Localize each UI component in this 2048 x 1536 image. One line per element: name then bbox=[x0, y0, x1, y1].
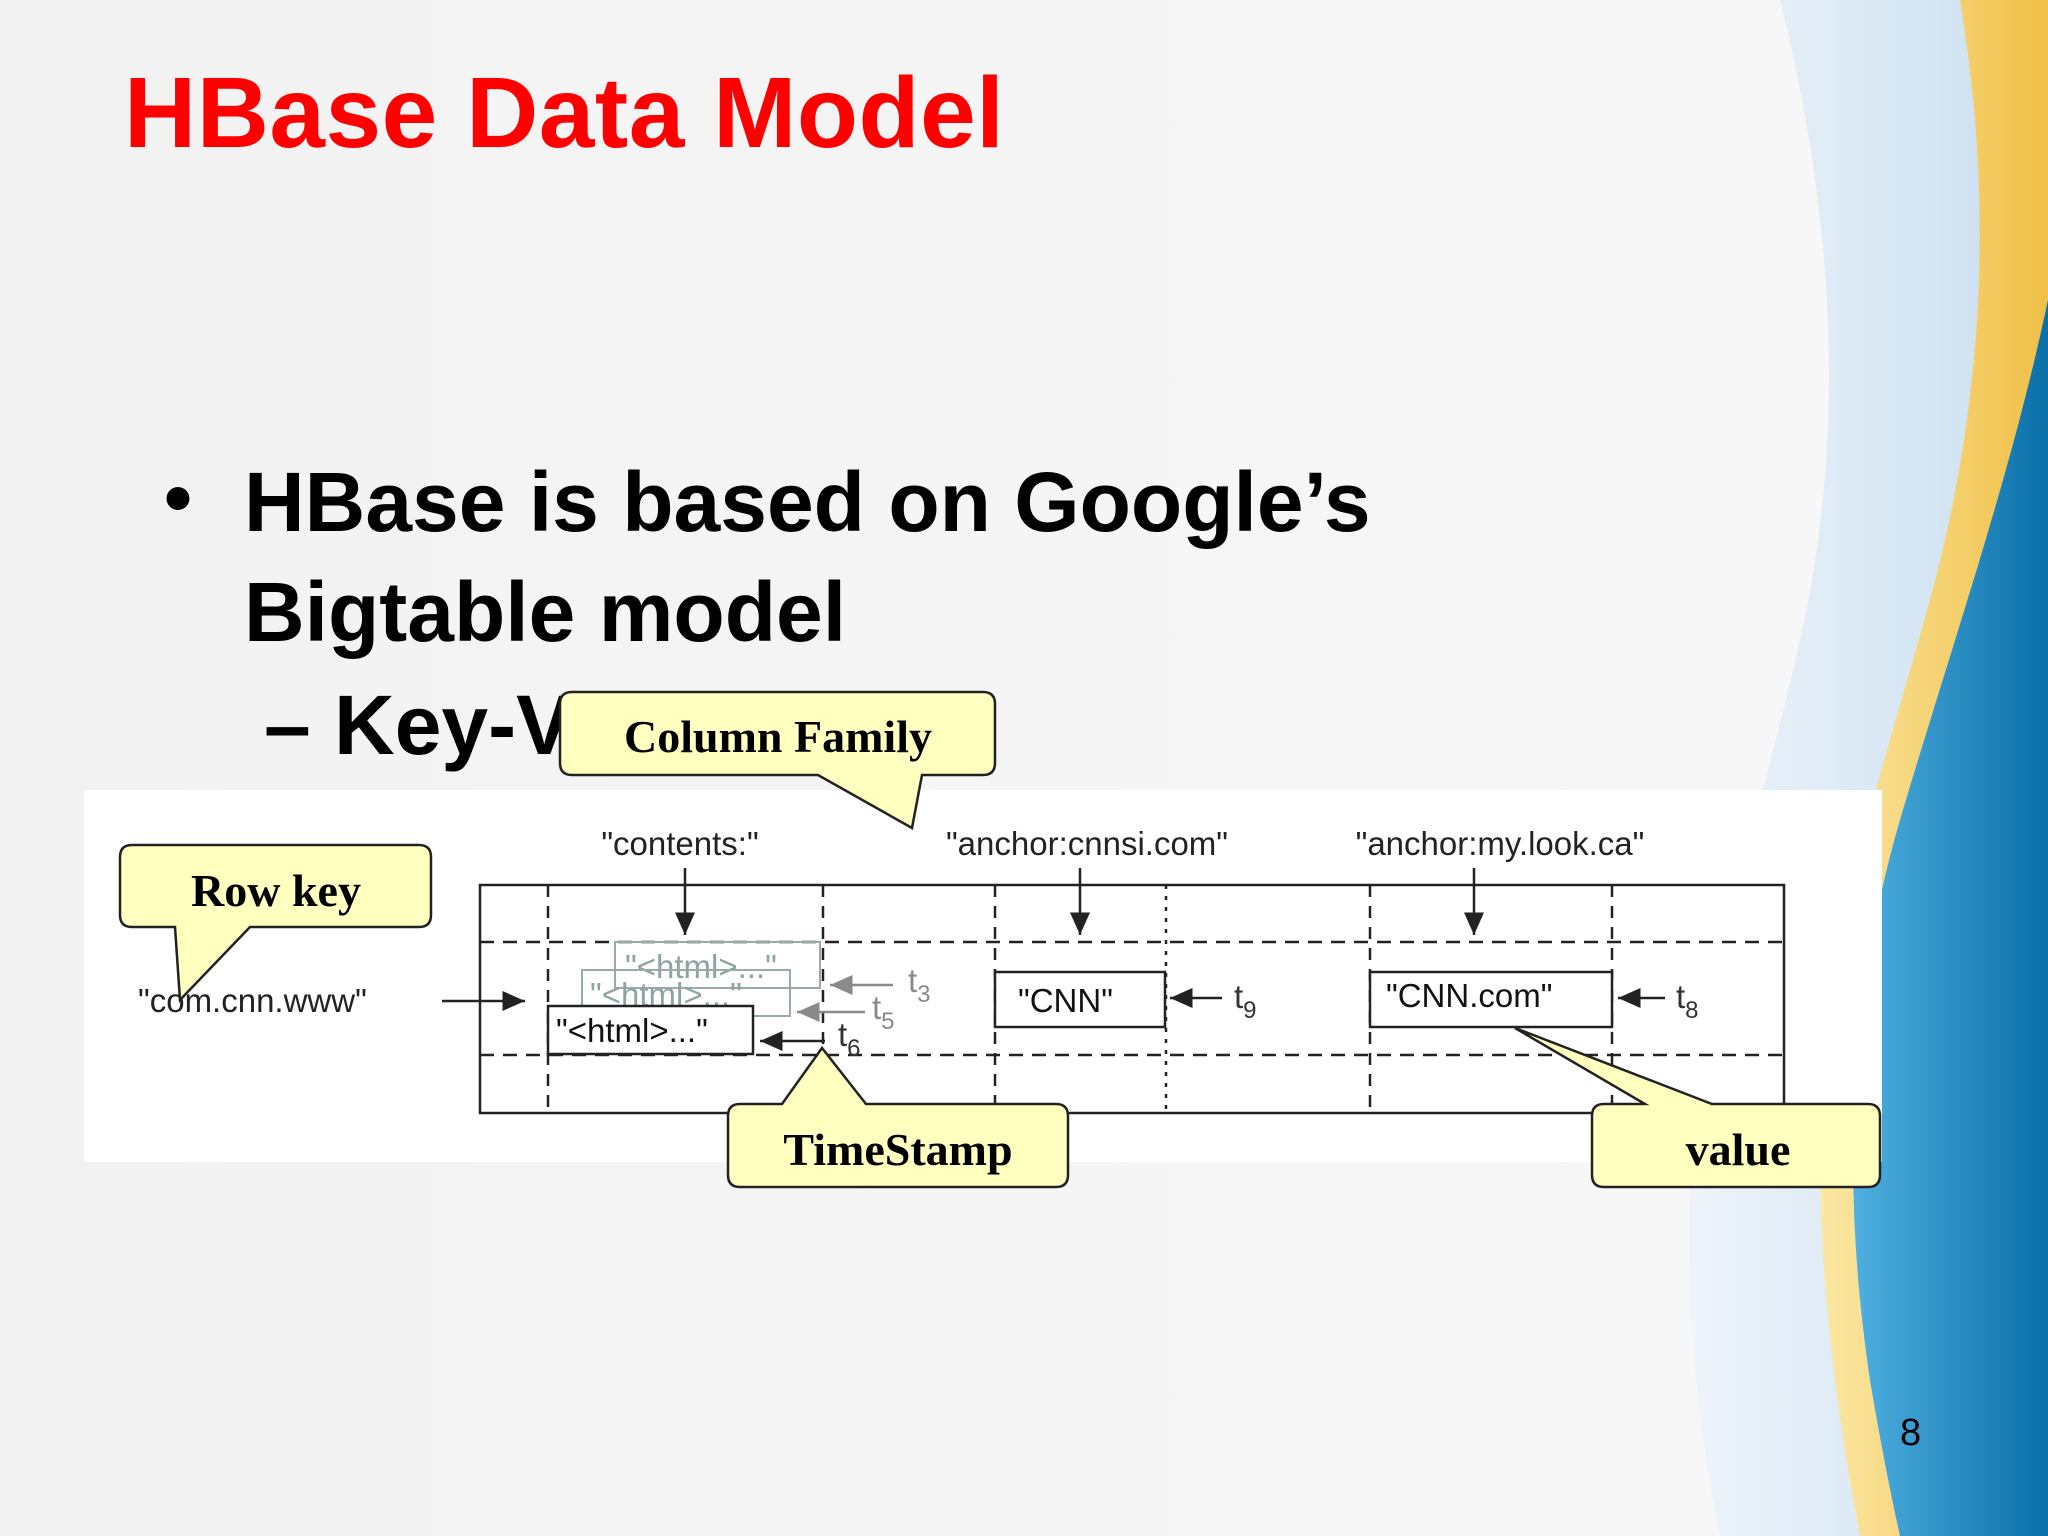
row-key-label: "com.cnn.www" bbox=[138, 982, 367, 1019]
timestamp-t9: t9 bbox=[1234, 978, 1257, 1024]
cell-contents-versions: "<html>..." "<html>..." "<html>..." bbox=[548, 942, 820, 1054]
callout-value-text: value bbox=[1686, 1124, 1791, 1175]
callout-timestamp: TimeStamp bbox=[728, 1048, 1068, 1187]
column-header-anchor-mylook: "anchor:my.look.ca" bbox=[1356, 825, 1645, 862]
column-header-contents: "contents:" bbox=[601, 825, 758, 862]
callout-timestamp-text: TimeStamp bbox=[783, 1124, 1012, 1175]
callout-row-key-text: Row key bbox=[191, 865, 361, 916]
cell-html-t6-text: "<html>..." bbox=[556, 1012, 708, 1049]
timestamp-t5: t5 bbox=[872, 989, 895, 1035]
page-number: 8 bbox=[1900, 1412, 1921, 1455]
cell-cnn-text: "CNN" bbox=[1018, 982, 1113, 1019]
column-header-anchor-cnnsi: "anchor:cnnsi.com" bbox=[946, 825, 1228, 862]
timestamp-t3: t3 bbox=[908, 962, 931, 1008]
callout-row-key: Row key bbox=[120, 845, 431, 1000]
timestamp-t6: t6 bbox=[838, 1016, 861, 1062]
callout-column-family-text: Column Family bbox=[624, 711, 932, 762]
callout-column-family: Column Family bbox=[560, 692, 995, 828]
timestamp-t8: t8 bbox=[1676, 978, 1699, 1024]
cell-cnn-com-text: "CNN.com" bbox=[1386, 977, 1552, 1014]
callout-value: value bbox=[1515, 1028, 1880, 1187]
